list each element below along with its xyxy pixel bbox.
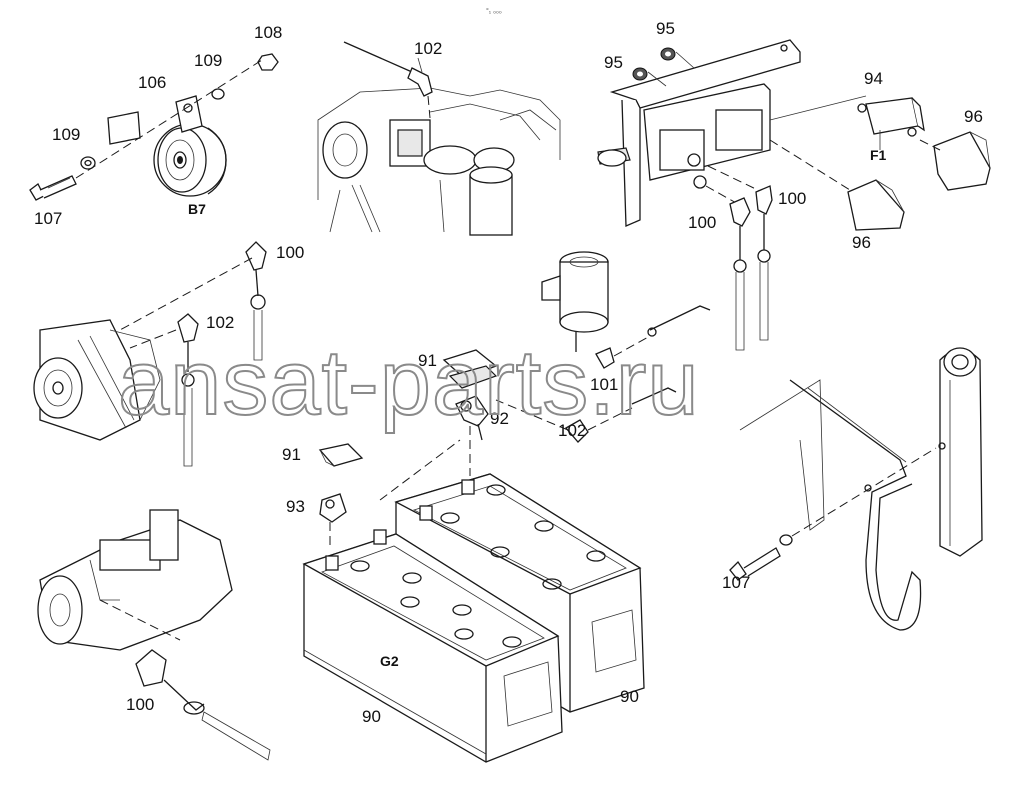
watermark-text: ansat-parts.ru	[118, 332, 700, 434]
callout-90-front: 90	[362, 707, 381, 726]
callout-91-upper: 91	[418, 351, 437, 370]
callout-100-relay-right: 100	[778, 189, 806, 208]
callout-96-lower: 96	[852, 233, 871, 252]
callout-95-right: 95	[656, 19, 675, 38]
callout-100-starter: 100	[126, 695, 154, 714]
callout-109-lower: 109	[52, 125, 80, 144]
callout-90-rear: 90	[620, 687, 639, 706]
label-g2: G2	[380, 653, 399, 669]
callout-108: 108	[254, 23, 282, 42]
callout-100-relay-left: 100	[688, 213, 716, 232]
callout-102-switch: 102	[558, 421, 586, 440]
hold-down-strap	[729, 347, 983, 631]
starter-motor-sketch	[37, 509, 271, 761]
alternator-sketch	[33, 241, 267, 467]
callout-95-left: 95	[604, 53, 623, 72]
callout-106: 106	[138, 73, 166, 92]
callout-102-alternator: 102	[206, 313, 234, 332]
callout-labels: 108 109 106 109 107 B7 102 95 95 94 96 F…	[34, 19, 983, 726]
callout-107-right: 107	[722, 573, 750, 592]
horn-assembly	[29, 53, 279, 201]
callout-93: 93	[286, 497, 305, 516]
callout-92: 92	[490, 409, 509, 428]
relay-bracket	[597, 39, 991, 351]
callout-107-left: 107	[34, 209, 62, 228]
callout-94: 94	[864, 69, 883, 88]
label-b7: B7	[188, 201, 206, 217]
callout-96-upper: 96	[964, 107, 983, 126]
battery-terminals	[318, 349, 498, 548]
callout-101: 101	[590, 375, 618, 394]
callout-102-top: 102	[414, 39, 442, 58]
label-f1: F1	[870, 147, 887, 163]
batteries	[302, 473, 645, 763]
engine-sketch	[317, 41, 561, 236]
leader-lines	[417, 57, 881, 150]
callout-109-upper: 109	[194, 51, 222, 70]
callout-100-alternator: 100	[276, 243, 304, 262]
main-switch-sketch	[495, 251, 711, 443]
corner-mark: °₁ ₀₀₀	[486, 7, 502, 15]
callout-91-lower: 91	[282, 445, 301, 464]
